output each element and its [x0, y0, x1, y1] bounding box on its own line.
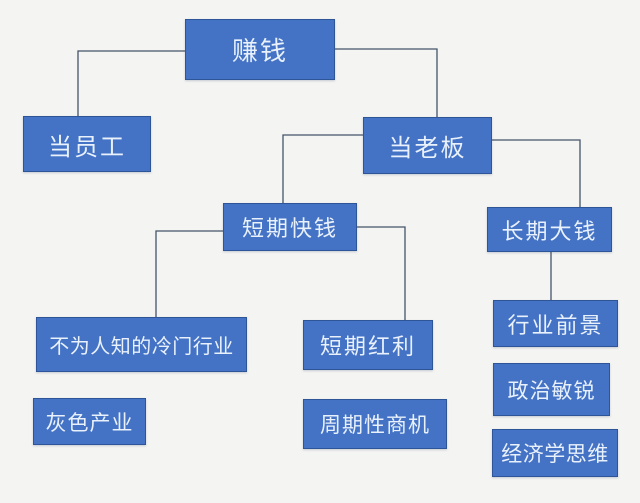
edge-short-quick-to-niche: [155, 230, 223, 317]
node-cyclical-opportunity: 周期性商机: [303, 399, 447, 449]
node-economics-thinking: 经济学思维: [492, 429, 618, 477]
node-industry-prospects: 行业前景: [493, 300, 618, 347]
node-short-term-quick-money: 短期快钱: [223, 203, 357, 251]
node-unknown-niche-industry: 不为人知的冷门行业: [36, 317, 247, 372]
node-gray-industry: 灰色产业: [33, 398, 146, 445]
edge-be-boss-to-short-quick: [282, 134, 363, 203]
edge-short-quick-to-dividend: [357, 226, 406, 320]
node-be-employee: 当员工: [23, 116, 151, 172]
node-long-term-big-money: 长期大钱: [487, 207, 612, 252]
node-short-term-dividend: 短期红利: [303, 320, 433, 370]
edge-be-boss-to-long-big: [492, 139, 581, 207]
edge-make-money-to-be-boss: [334, 48, 438, 117]
node-make-money: 赚钱: [185, 19, 335, 80]
edge-make-money-to-be-employee: [77, 50, 185, 116]
node-political-acumen: 政治敏锐: [493, 363, 610, 416]
node-be-boss: 当老板: [363, 117, 492, 174]
